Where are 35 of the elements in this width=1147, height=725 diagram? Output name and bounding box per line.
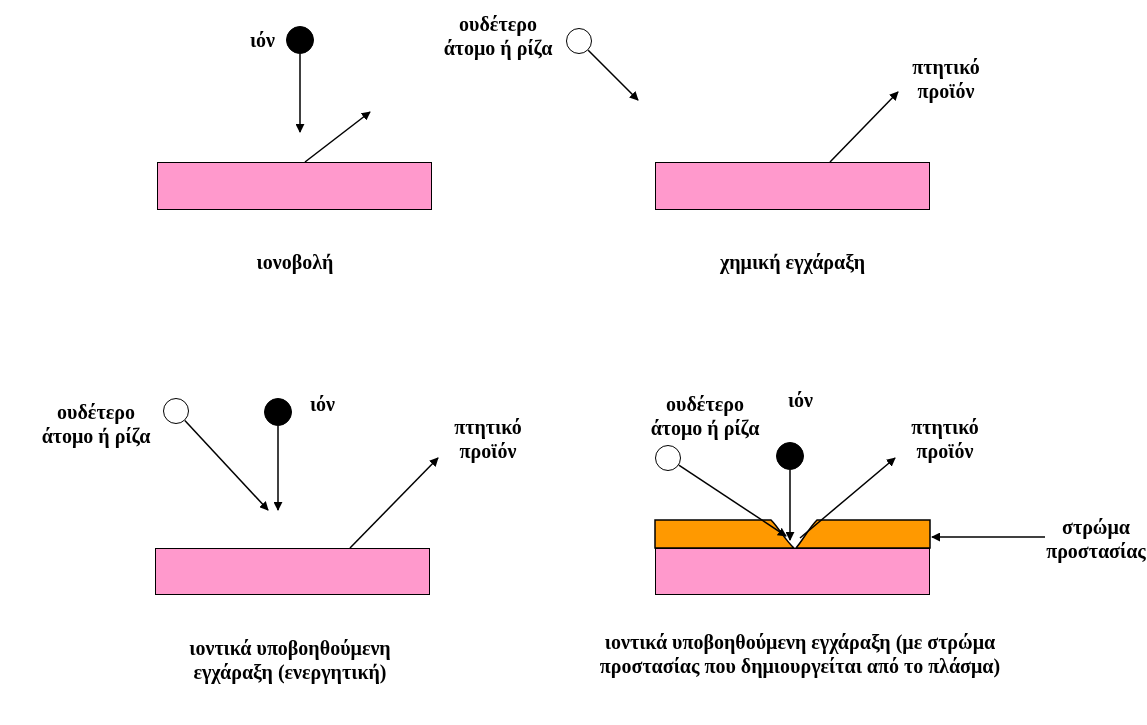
text-label: πτητικό προϊόν [898,55,994,105]
text-label: πτητικό προϊόν [895,415,995,465]
arrow [273,425,283,511]
caption-text: ιονοβολή [255,250,335,274]
ion-particle [264,398,292,426]
ion-particle [286,26,314,54]
caption-text: ιόν [308,392,337,416]
arrow [295,53,305,133]
caption-text: ιόν [786,388,815,412]
arrow [587,49,639,101]
text-label: στρώμα προστασίας [1045,515,1147,565]
substrate-bar [157,162,432,210]
substrate-bar [655,162,930,210]
ion-particle [776,442,804,470]
neutral-particle [566,28,592,54]
caption-text: ουδέτερο άτομο ή ρίζα [40,400,152,448]
arrow [349,457,439,549]
arrow [678,464,787,537]
substrate-bar [655,548,930,595]
arrow [931,532,1046,542]
arrow [785,469,795,541]
caption-text: ουδέτερο άτομο ή ρίζα [649,392,761,440]
caption-text: ιόν [248,28,277,52]
neutral-particle [655,445,681,471]
caption-text: ιοντικά υποβοηθούμενη εγχάραξη (με στρώμα προστασίας που δημιουργείται από το πλάσμα) [598,630,1002,678]
neutral-particle [163,398,189,424]
caption-text: ουδέτερο άτομο ή ρίζα [442,12,554,60]
caption-text: ιοντικά υποβοηθούμενη εγχάραξη (ενεργητική) [188,636,392,684]
arrow [184,419,269,511]
arrow [799,457,896,539]
substrate-bar [155,548,430,595]
text-label: πτητικό προϊόν [438,415,538,465]
arrow [304,111,371,163]
caption-text: χημική εγχάραξη [719,250,866,274]
arrow [829,91,899,163]
